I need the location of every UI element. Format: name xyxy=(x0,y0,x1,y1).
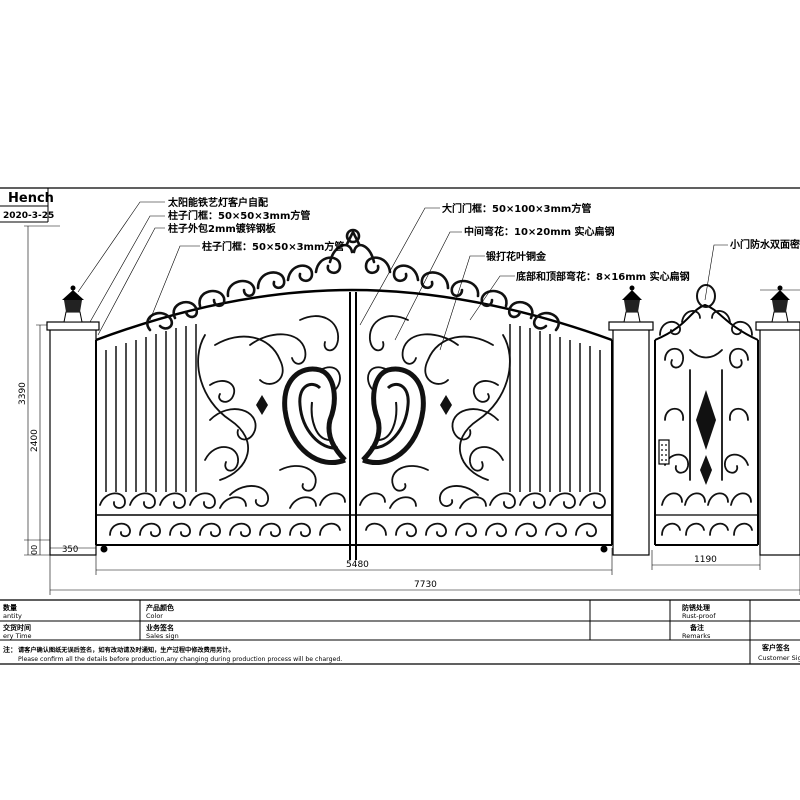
right-bars xyxy=(509,324,601,492)
cell-delivery-en: ery Time xyxy=(3,632,32,640)
cell-color-cn: 产品颜色 xyxy=(146,603,174,612)
cell-qty-en: antity xyxy=(3,612,22,620)
top-crest-scrolls xyxy=(146,228,560,332)
callout-pillar-frame-2: 柱子门框：50×50×3mm方管 xyxy=(202,240,344,253)
dim-base-height: 00 xyxy=(30,545,39,555)
callout-cast-leaf: 锻打花叶铜金 xyxy=(486,250,547,263)
dim-post-width: 350 xyxy=(62,545,78,555)
callout-texts: 太阳能铁艺灯客户自配 柱子门框：50×50×3mm方管 柱子外包2mm镀锌钢板 … xyxy=(167,196,800,283)
left-bars xyxy=(105,324,197,492)
callout-leaders xyxy=(77,201,728,351)
date-text: 2020-3-25 xyxy=(3,211,54,221)
callout-lamp: 太阳能铁艺灯客户自配 xyxy=(167,196,268,209)
cell-remarks-cn: 备注 xyxy=(689,623,704,632)
dim-total-height: 3390 xyxy=(18,382,28,405)
cell-sales-cn: 业务签名 xyxy=(146,623,174,632)
bottom-dimensions: 350 5480 7730 1190 xyxy=(49,545,800,595)
lower-scroll-band xyxy=(99,492,606,509)
main-gate xyxy=(95,228,613,560)
left-pillar xyxy=(46,285,100,556)
dim-gate-width: 5480 xyxy=(346,560,369,570)
cell-rust-en: Rust-proof xyxy=(682,612,716,620)
cell-color-en: Color xyxy=(146,612,163,620)
cell-sales-en: Sales sign xyxy=(146,632,179,640)
note-label: 注： xyxy=(3,645,17,654)
left-leaf-ornament xyxy=(197,315,347,507)
note-cn: 请客户确认图纸无误后签名，如有改动请及时通知，生产过程中修改费用另计。 xyxy=(18,646,235,654)
small-gate xyxy=(654,284,759,546)
dim-gate-height: 2400 xyxy=(30,429,40,452)
left-dimensions: 3390 2400 00 xyxy=(18,225,60,556)
cell-delivery-cn: 交货时间 xyxy=(3,623,31,632)
cell-remarks-en: Remarks xyxy=(682,632,711,640)
dim-overall-width: 7730 xyxy=(414,580,437,590)
title-block: Hench 2020-3-25 xyxy=(0,187,800,223)
right-leaf-ornament xyxy=(361,315,511,507)
cell-rust-cn: 防锈处理 xyxy=(682,603,710,612)
note-en: Please confirm all the details before pr… xyxy=(18,656,342,663)
cell-qty-cn: 数量 xyxy=(3,603,17,612)
brand-text: Hench xyxy=(8,191,54,206)
right-pillar xyxy=(755,285,800,556)
cell-customer-en: Customer Sign xyxy=(758,654,800,662)
callout-pillar-frame-1: 柱子门框：50×50×3mm方管 xyxy=(168,209,310,222)
callout-pillar-cover: 柱子外包2mm镀锌钢板 xyxy=(168,222,277,235)
callout-small-gate: 小门防水双面密 xyxy=(729,238,800,251)
callout-middle-scroll: 中间弯花：10×20mm 实心扁钢 xyxy=(464,225,615,238)
bottom-rail-scrolls xyxy=(109,522,597,538)
callout-bottom-top-scroll: 底部和顶部弯花：8×16mm 实心扁钢 xyxy=(516,270,690,283)
callout-gate-frame: 大门门框：50×100×3mm方管 xyxy=(442,202,591,215)
info-table: 数量 antity 产品颜色 Color 防锈处理 Rust-proof 交货时… xyxy=(0,599,800,665)
middle-pillar xyxy=(608,285,654,556)
cell-customer-cn: 客户签名 xyxy=(761,643,790,652)
dim-small-gate-width: 1190 xyxy=(694,555,717,565)
